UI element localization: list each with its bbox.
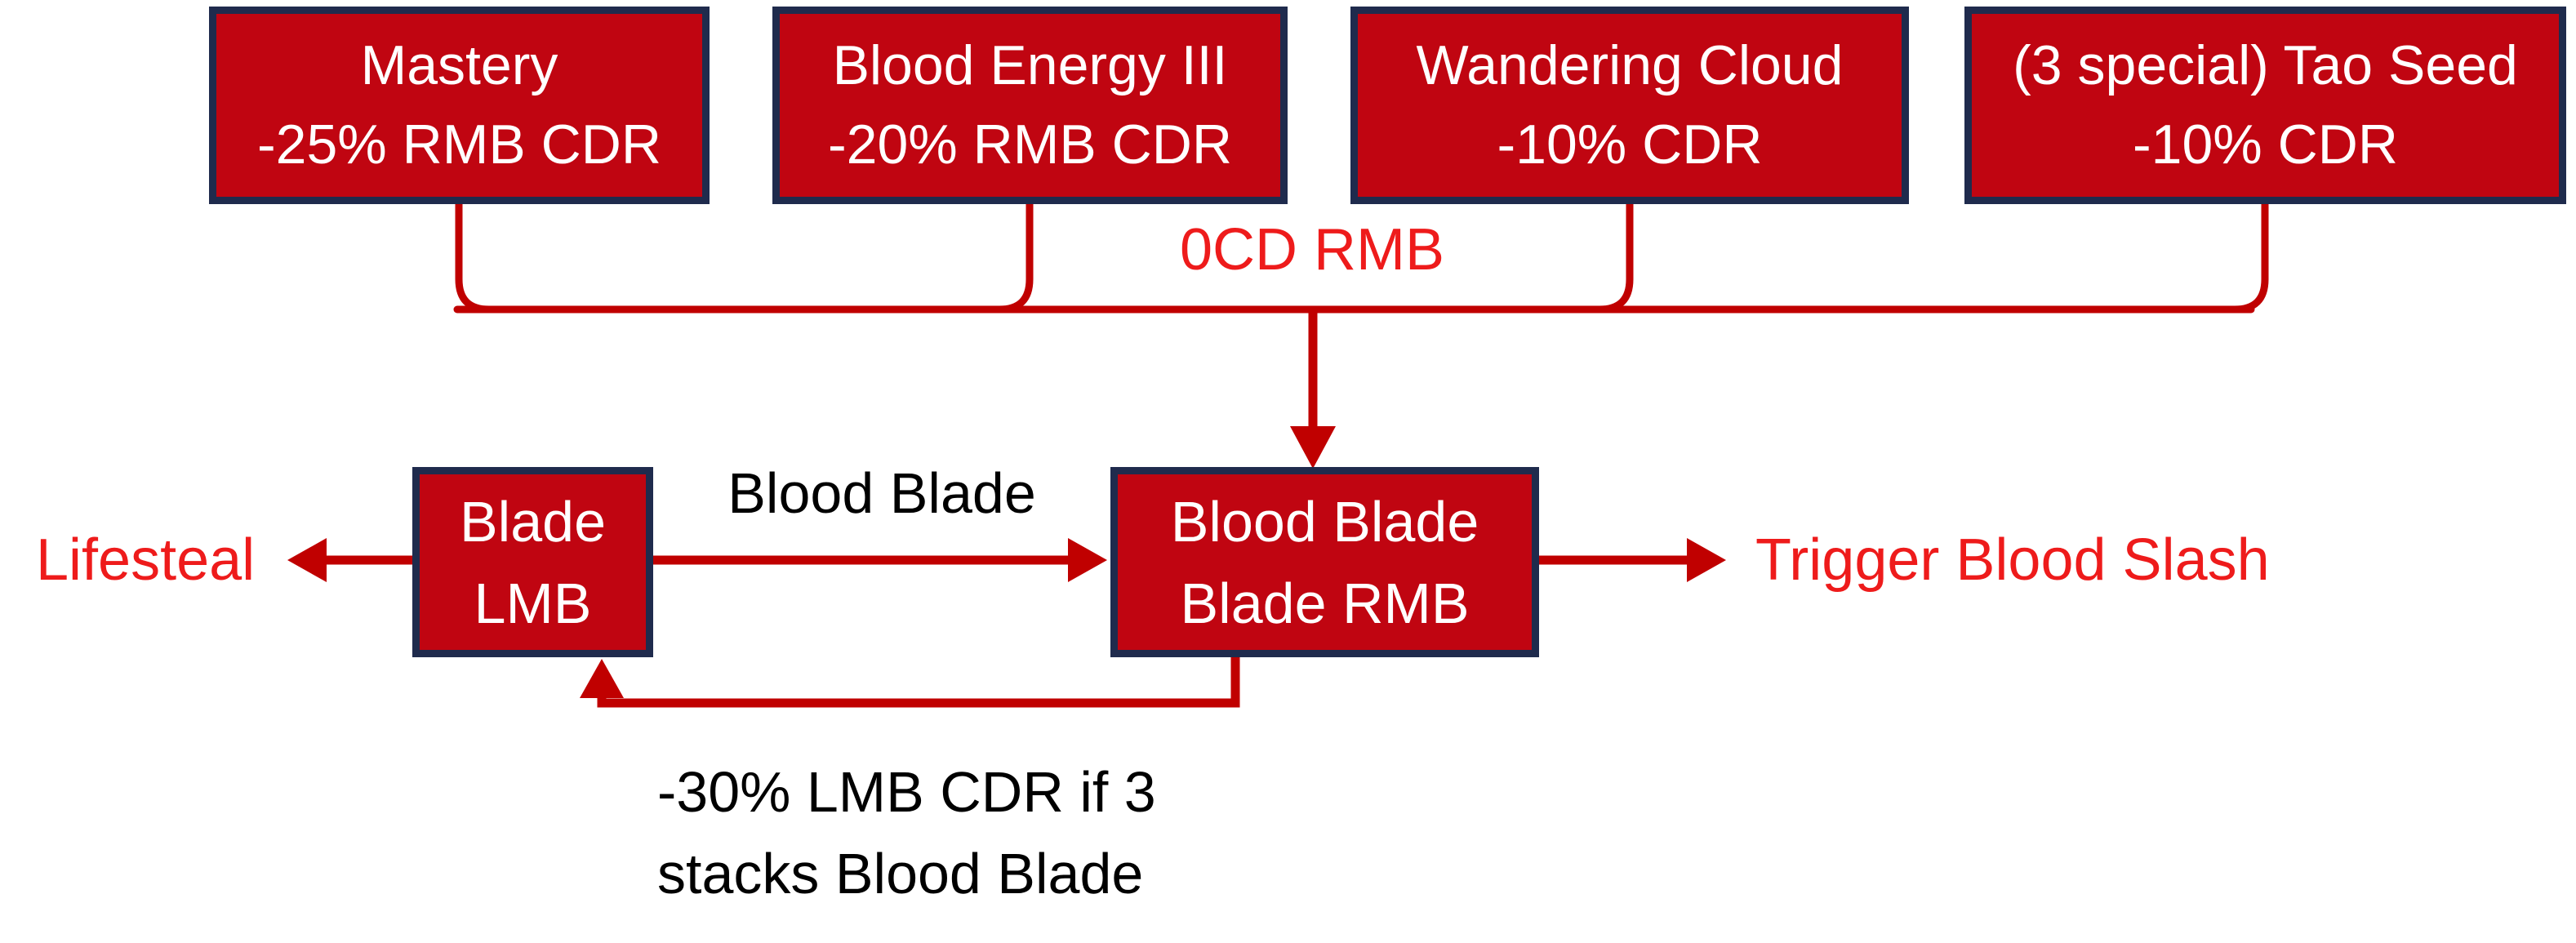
label-trigger-blood-slash: Trigger Blood Slash xyxy=(1755,527,2270,593)
loop-rmb-to-lmb-shaft xyxy=(597,657,1240,708)
label-blood-blade-edge: Blood Blade xyxy=(727,461,1036,525)
edge-mastery-to-junction xyxy=(455,204,490,314)
node-blood-energy-title: Blood Energy III xyxy=(832,34,1228,96)
edge-blood-energy-to-junction xyxy=(999,204,1034,314)
node-wandering-cloud-title: Wandering Cloud xyxy=(1416,34,1844,96)
node-blood-blade-rmb-line2: Blade RMB xyxy=(1180,571,1470,635)
label-0cd-rmb: 0CD RMB xyxy=(1179,217,1445,282)
node-blood-blade-rmb: Blood Blade Blade RMB xyxy=(1110,467,1539,657)
node-tao-seed-effect: -10% CDR xyxy=(2133,113,2398,176)
arrow-lmb-to-rmb-head xyxy=(1068,538,1107,582)
node-tao-seed-title: (3 special) Tao Seed xyxy=(2013,34,2518,96)
label-lmb-cdr-note-line2: stacks Blood Blade xyxy=(657,842,1144,905)
node-wandering-cloud: Wandering Cloud -10% CDR xyxy=(1350,7,1909,204)
node-mastery: Mastery -25% RMB CDR xyxy=(209,7,710,204)
node-blood-energy-effect: -20% RMB CDR xyxy=(828,113,1232,176)
edge-tao-seed-to-junction xyxy=(2234,204,2269,314)
edge-wandering-cloud-to-junction xyxy=(1599,204,1634,314)
node-mastery-title: Mastery xyxy=(360,34,558,96)
arrow-junction-to-rmb-head xyxy=(1290,426,1336,469)
label-lmb-cdr-note-line1: -30% LMB CDR if 3 xyxy=(657,760,1156,824)
node-blade-lmb: Blade LMB xyxy=(412,467,653,657)
node-wandering-cloud-effect: -10% CDR xyxy=(1497,113,1763,176)
arrow-lmb-to-lifesteal-head xyxy=(287,538,327,582)
node-tao-seed: (3 special) Tao Seed -10% CDR xyxy=(1964,7,2566,204)
node-blade-lmb-line2: LMB xyxy=(474,571,592,635)
loop-rmb-to-lmb-head xyxy=(580,659,624,698)
node-blade-lmb-line1: Blade xyxy=(459,489,607,554)
node-blood-blade-rmb-line1: Blood Blade xyxy=(1170,489,1479,554)
node-blood-energy: Blood Energy III -20% RMB CDR xyxy=(772,7,1288,204)
node-mastery-effect: -25% RMB CDR xyxy=(257,113,661,176)
arrow-rmb-to-trigger-head xyxy=(1687,538,1726,582)
label-lifesteal: Lifesteal xyxy=(36,527,256,593)
label-lmb-cdr-note: -30% LMB CDR if 3 stacks Blood Blade xyxy=(657,751,1156,914)
